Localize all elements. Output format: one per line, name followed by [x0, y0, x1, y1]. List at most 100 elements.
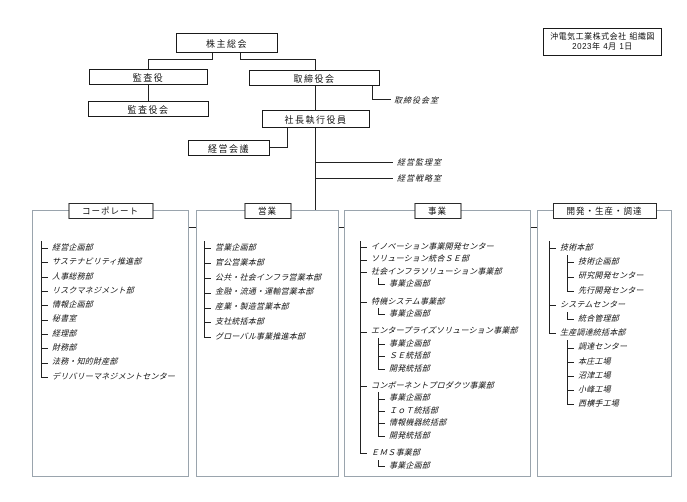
org-unit-label: 統合管理部 — [578, 314, 619, 324]
org-unit-label: 事業企画部 — [389, 460, 430, 470]
org-unit-row: ＥＭＳ事業部事業企画部 — [360, 447, 518, 477]
company-name-title: 沖電気工業株式会社 組織図 — [550, 32, 655, 41]
org-unit-label: 財務部 — [52, 343, 77, 353]
org-unit-label: 情報企画部 — [52, 300, 93, 310]
org-unit-label: 開発統括部 — [389, 430, 430, 440]
org-unit-children: 事業企画部 — [378, 308, 518, 325]
connector-line — [315, 128, 316, 227]
president-executive-officer-box: 社長執行役員 — [262, 110, 370, 128]
org-unit-label: 特機システム事業部 — [371, 296, 445, 306]
org-unit-row: 研究開発センター — [567, 269, 644, 284]
management-meeting-box: 経営会議 — [188, 140, 270, 156]
org-unit-row: 開発統括部 — [378, 429, 518, 442]
connector-line — [315, 86, 316, 110]
org-unit-label: 支社統括本部 — [215, 316, 265, 326]
org-unit-row: リスクマネジメント部 — [41, 283, 175, 299]
column-corporate-header: コーポレート — [67, 203, 154, 219]
column-business-header: 事業 — [413, 203, 462, 219]
org-unit-row: 沼津工場 — [567, 368, 644, 384]
org-unit-label: 経理部 — [52, 328, 77, 338]
org-unit-label: 社会インフラソリューション事業部 — [371, 266, 502, 276]
org-unit-label: サステナビリティ推進部 — [52, 257, 142, 267]
org-unit-children: 技術企画部研究開発センター先行開発センター — [567, 255, 644, 298]
org-unit-row: 事業企画部 — [378, 308, 518, 320]
org-unit-row: 調達センター — [567, 340, 644, 355]
connector-line — [212, 53, 213, 60]
org-unit-row: 官公営業本部 — [204, 255, 321, 271]
org-unit-children: 統合管理部 — [567, 312, 644, 326]
connector-line — [148, 59, 149, 69]
shareholders-meeting-box: 株主総会 — [176, 33, 278, 53]
org-unit-label: リスクマネジメント部 — [52, 285, 134, 295]
org-unit-label: 先行開発センター — [578, 285, 644, 295]
org-unit-label: 事業企画部 — [389, 338, 430, 348]
org-unit-label: デリバリーマネジメントセンター — [52, 371, 175, 381]
column-sales-header: 営業 — [243, 203, 292, 219]
connector-line — [287, 128, 288, 148]
org-unit-row: デリバリーマネジメントセンター — [41, 369, 175, 384]
org-unit-row: 法務・知的財産部 — [41, 355, 175, 370]
management-strategy-office-label: 経営戦略室 — [397, 174, 442, 183]
org-unit-row: イノベーション事業開発センター — [360, 241, 518, 254]
chart-date: 2023年 4月 1日 — [572, 42, 633, 51]
corporate-tree: 経営企画部サステナビリティ推進部人事総務部リスクマネジメント部情報企画部秘書室経… — [41, 241, 175, 384]
org-unit-row: ＩｏＴ統括部 — [378, 404, 518, 418]
org-unit-label: ソリューション統合ＳＥ部 — [371, 254, 470, 264]
org-unit-row: 技術企画部 — [567, 255, 644, 270]
org-unit-row: 支社統括本部 — [204, 314, 321, 330]
org-unit-row: 小峰工場 — [567, 383, 644, 398]
org-unit-label: 営業企画部 — [215, 243, 256, 252]
org-unit-row: 経理部 — [41, 326, 175, 342]
org-unit-label: 人事総務部 — [52, 271, 93, 281]
connector-line — [240, 59, 316, 60]
org-unit-label: 秘書室 — [52, 314, 77, 324]
org-unit-row: 生産調達統括本部調達センター本庄工場沼津工場小峰工場西横手工場 — [549, 326, 644, 411]
column-development-header: 開発・生産・調達 — [552, 203, 657, 219]
org-unit-label: システムセンター — [560, 299, 626, 309]
connector-line — [315, 178, 393, 179]
org-unit-row: 情報機器統括部 — [378, 417, 518, 431]
org-unit-label: 官公営業本部 — [215, 257, 265, 267]
org-unit-row: 事業企画部 — [378, 337, 518, 351]
org-unit-label: ＥＭＳ事業部 — [371, 448, 421, 458]
connector-line — [372, 99, 391, 100]
org-unit-row: 先行開発センター — [567, 283, 644, 298]
org-unit-label: 法務・知的財産部 — [52, 357, 118, 367]
org-unit-children: 事業企画部 — [378, 459, 518, 477]
org-unit-row: サステナビリティ推進部 — [41, 255, 175, 270]
org-unit-label: 本庄工場 — [578, 356, 611, 366]
org-unit-row: 統合管理部 — [567, 312, 644, 326]
org-unit-children: 事業企画部 — [378, 278, 518, 295]
org-unit-row: 公共・社会インフラ営業本部 — [204, 270, 322, 286]
org-unit-label: 産業・製造営業本部 — [215, 302, 289, 312]
org-unit-row: 特機システム事業部事業企画部 — [360, 295, 518, 326]
org-unit-label: ＳＥ統括部 — [389, 351, 430, 361]
org-unit-label: 事業企画部 — [389, 279, 430, 289]
org-unit-label: ＩｏＴ統括部 — [389, 405, 439, 415]
org-unit-row: 秘書室 — [41, 312, 175, 328]
management-audit-office-label: 経営監理室 — [397, 158, 442, 167]
org-unit-label: 研究開発センター — [578, 271, 644, 281]
org-unit-label: イノベーション事業開発センター — [371, 242, 494, 251]
org-unit-label: 西横手工場 — [578, 399, 619, 409]
org-unit-row: 人事総務部 — [41, 269, 175, 285]
connector-line — [315, 162, 393, 163]
connector-line — [270, 147, 287, 148]
org-unit-row: 事業企画部 — [378, 392, 518, 406]
connector-line — [148, 85, 149, 101]
org-unit-label: 事業企画部 — [389, 309, 430, 319]
org-unit-label: 開発統括部 — [389, 363, 430, 373]
column-corporate: コーポレート 経営企画部サステナビリティ推進部人事総務部リスクマネジメント部情報… — [32, 203, 189, 477]
connector-line — [240, 53, 241, 60]
org-unit-label: 公共・社会インフラ営業本部 — [215, 272, 322, 282]
org-unit-row: 本庄工場 — [567, 354, 644, 370]
org-unit-row: 事業企画部 — [378, 459, 518, 472]
org-unit-children: 事業企画部 ＳＥ統括部開発統括部 — [378, 337, 518, 380]
org-unit-row: 財務部 — [41, 341, 175, 356]
org-unit-row: 産業・製造営業本部 — [204, 300, 321, 315]
board-of-directors-box: 取締役会 — [249, 70, 380, 86]
org-unit-row: システムセンター統合管理部 — [549, 297, 644, 327]
org-unit-label: グローバル事業推進本部 — [215, 331, 306, 341]
